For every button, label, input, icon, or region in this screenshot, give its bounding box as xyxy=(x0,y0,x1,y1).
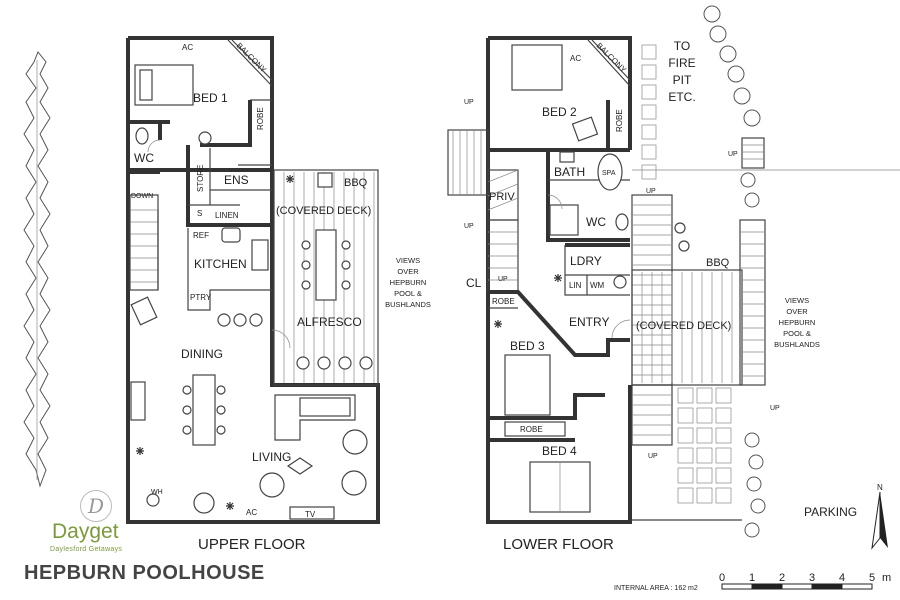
upper-floor-plan xyxy=(126,36,380,524)
scale-unit: m xyxy=(882,572,891,584)
brand-name: Dayget xyxy=(52,520,119,543)
label-s: S xyxy=(197,209,202,218)
north-label: N xyxy=(877,483,883,492)
label-up: UP xyxy=(648,453,658,460)
label-robe-cl: ROBE xyxy=(492,297,515,306)
views-upper-line: POOL & xyxy=(394,289,422,298)
scale-tick: 3 xyxy=(809,572,815,584)
views-lower-line: HEPBURN xyxy=(779,318,816,327)
tree-line-left xyxy=(23,51,51,488)
label-bed4: BED 4 xyxy=(542,444,577,458)
views-lower-line: VIEWS xyxy=(785,296,809,305)
plant-icon xyxy=(494,274,562,328)
label-alfresco: ALFRESCO xyxy=(297,315,362,329)
views-lower-line: OVER xyxy=(786,307,808,316)
label-wc-upper: WC xyxy=(134,151,154,165)
logo-mark: D xyxy=(80,490,112,522)
label-ref: REF xyxy=(193,231,209,240)
views-note-upper: VIEWS OVER HEPBURN POOL & BUSHLANDS xyxy=(385,256,431,309)
label-ac-upper: AC xyxy=(182,43,193,52)
label-up: UP xyxy=(464,99,474,106)
fire-pit-line: TO xyxy=(674,39,690,53)
label-ac-lower: AC xyxy=(570,54,581,63)
label-covered-deck-lower: (COVERED DECK) xyxy=(636,320,731,332)
tree-row-right xyxy=(703,5,766,538)
scale-tick: 1 xyxy=(749,572,755,584)
label-bed2: BED 2 xyxy=(542,105,577,119)
scale-bar: INTERNAL AREA : 162 m2 0 1 2 3 4 5 m xyxy=(614,572,891,592)
upper-floor-caption: UPPER FLOOR xyxy=(198,536,306,553)
label-ens: ENS xyxy=(224,173,249,187)
scale-tick: 5 xyxy=(869,572,875,584)
brand-logo: D Dayget Daylesford Getaways xyxy=(22,490,162,560)
lower-floor-caption: LOWER FLOOR xyxy=(503,536,614,553)
scale-tick: 2 xyxy=(779,572,785,584)
label-tv: TV xyxy=(305,510,316,519)
lower-floor-plan xyxy=(447,36,900,524)
page-title: HEPBURN POOLHOUSE xyxy=(24,562,265,584)
label-up: UP xyxy=(498,276,508,283)
label-kitchen: KITCHEN xyxy=(194,257,247,271)
label-ptry: PTRY xyxy=(190,293,212,302)
label-store: STORE xyxy=(196,165,205,192)
views-upper-line: BUSHLANDS xyxy=(385,300,431,309)
fire-pit-line: PIT xyxy=(673,73,692,87)
label-dining: DINING xyxy=(181,347,223,361)
label-bed3: BED 3 xyxy=(510,339,545,353)
label-up: UP xyxy=(464,223,474,230)
label-living: LIVING xyxy=(252,450,291,464)
label-linen: LINEN xyxy=(215,211,239,220)
views-lower-line: POOL & xyxy=(783,329,811,338)
label-ac-living: AC xyxy=(246,508,257,517)
label-robe-bed4: ROBE xyxy=(520,425,543,434)
label-balcony-lower: BALCONY xyxy=(595,41,629,75)
label-cl: CL xyxy=(466,276,482,290)
views-upper-line: HEPBURN xyxy=(390,278,427,287)
label-robe-lower: ROBE xyxy=(615,109,624,132)
label-bath: BATH xyxy=(554,165,585,179)
views-upper-line: VIEWS xyxy=(396,256,420,265)
label-ldry: LDRY xyxy=(570,254,602,268)
label-down: DOWN xyxy=(131,193,153,200)
label-lin: LIN xyxy=(569,281,582,290)
label-balcony-upper: BALCONY xyxy=(235,41,269,75)
views-upper-line: OVER xyxy=(397,267,419,276)
label-up: UP xyxy=(770,405,780,412)
fire-pit-line: ETC. xyxy=(668,90,695,104)
plant-icon xyxy=(136,175,294,510)
label-covered-deck-upper: (COVERED DECK) xyxy=(276,205,371,217)
brand-tagline: Daylesford Getaways xyxy=(50,546,123,553)
label-bed1: BED 1 xyxy=(193,91,228,105)
label-bbq-lower: BBQ xyxy=(706,257,730,269)
label-wm: WM xyxy=(590,281,605,290)
label-up: UP xyxy=(728,151,738,158)
fire-pit-line: FIRE xyxy=(668,56,695,70)
scale-tick: 4 xyxy=(839,572,845,584)
label-bbq-upper: BBQ xyxy=(344,177,368,189)
fire-pit-note: TO FIRE PIT ETC. xyxy=(668,39,695,104)
scale-tick: 0 xyxy=(719,572,725,584)
label-entry: ENTRY xyxy=(569,315,609,329)
label-priv: PRIV xyxy=(489,191,515,203)
views-lower-line: BUSHLANDS xyxy=(774,340,820,349)
label-up: UP xyxy=(646,188,656,195)
internal-area: INTERNAL AREA : 162 m2 xyxy=(614,585,698,592)
label-robe-upper: ROBE xyxy=(256,107,265,130)
label-wc-lower: WC xyxy=(586,215,606,229)
north-arrow: N xyxy=(871,483,888,550)
label-parking: PARKING xyxy=(804,505,857,519)
views-note-lower: VIEWS OVER HEPBURN POOL & BUSHLANDS xyxy=(774,296,820,349)
label-spa: SPA xyxy=(602,170,616,177)
label-wh: WH xyxy=(151,489,163,496)
